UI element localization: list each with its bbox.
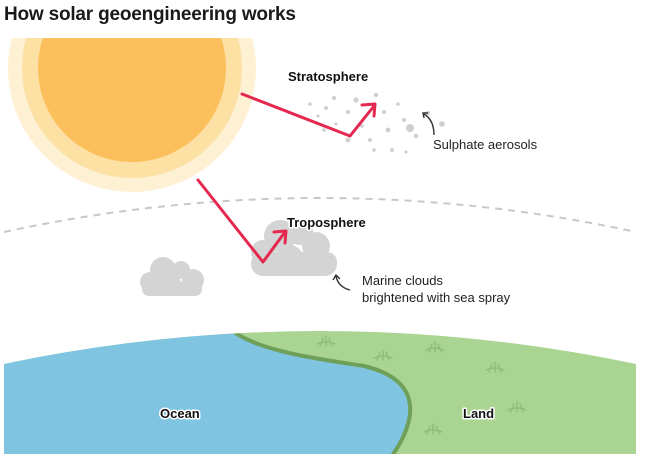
grass-tuft-icon	[373, 349, 393, 361]
marine-clouds-label-line2: brightened with sea spray	[362, 290, 511, 305]
marine-clouds-label-line1: Marine clouds	[362, 273, 443, 288]
cloud-icon	[140, 257, 204, 296]
sun-core	[38, 38, 226, 162]
grass-tuft-icons	[316, 335, 527, 435]
ocean-label: Ocean	[160, 406, 200, 421]
curved-arrow-icon-clouds-head	[332, 273, 341, 281]
sulphate-aerosols-label: Sulphate aerosols	[433, 137, 538, 152]
earth-surface	[4, 331, 636, 454]
reflected-ray-stratosphere	[240, 92, 377, 138]
atmosphere-boundary-line	[4, 197, 636, 233]
curved-arrow-icon	[423, 113, 435, 136]
page-title: How solar geoengineering works	[4, 4, 296, 25]
reflected-ray-troposphere	[196, 178, 288, 264]
grass-tuft-icon	[423, 423, 443, 435]
grass-tuft-icon	[485, 361, 505, 373]
curved-arrow-icon-head	[422, 112, 428, 119]
coastline	[213, 331, 413, 454]
cloud-icon-marine	[251, 219, 337, 276]
stratosphere-label: Stratosphere	[288, 69, 368, 84]
land-label: Land	[463, 406, 494, 421]
grass-tuft-icon	[316, 335, 336, 347]
grass-tuft-icon	[425, 341, 445, 353]
sun-icon	[8, 38, 256, 192]
sulphate-aerosol-particles	[308, 92, 445, 154]
grass-tuft-icon	[507, 401, 527, 413]
troposphere-label: Troposphere	[287, 215, 366, 230]
ocean-area	[4, 331, 411, 454]
curved-arrow-icon-clouds	[335, 275, 351, 291]
